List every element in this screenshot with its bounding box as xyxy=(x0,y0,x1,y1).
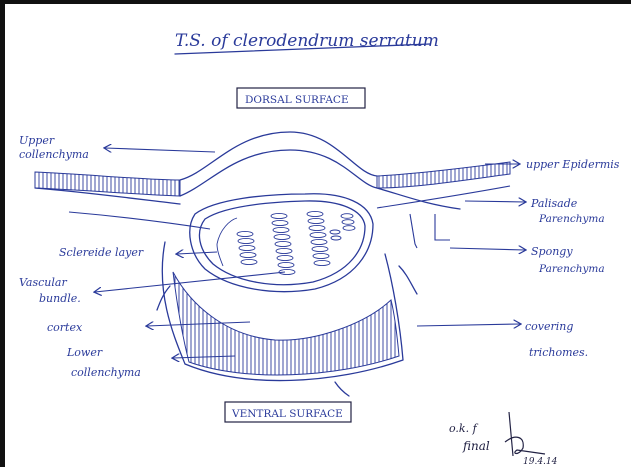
label-palisade-2: Parenchyma xyxy=(538,213,605,225)
midrib-outline-upper xyxy=(180,132,377,180)
spongy-guide xyxy=(410,214,417,248)
label-spongy-1: Spongy xyxy=(531,245,573,258)
label-palisade-1: Palisade xyxy=(530,197,578,210)
leader-sclereide xyxy=(177,252,217,254)
phloem-arc xyxy=(217,218,237,244)
label-sclereide: Sclereide layer xyxy=(59,246,144,259)
leader-palisade xyxy=(465,201,525,202)
label-covering-1: covering xyxy=(525,320,573,333)
signature-scribble xyxy=(505,412,545,456)
label-upper-collenchyma-1: Upper xyxy=(19,134,55,147)
label-cortex: cortex xyxy=(47,321,83,334)
dorsal-surface-label: DORSAL SURFACE xyxy=(245,94,349,106)
leaf-section-drawing: T.S. of clerodendrum serratum DORSAL SUR… xyxy=(5,4,631,467)
label-upper-epidermis: upper Epidermis xyxy=(526,158,620,171)
leader-spongy xyxy=(450,248,525,250)
label-lower-1: Lower xyxy=(66,346,103,359)
label-spongy-2: Parenchyma xyxy=(538,263,605,275)
signature-date: 19.4.14 xyxy=(523,457,558,467)
upper-band-right xyxy=(377,162,510,188)
diagram-title: T.S. of clerodendrum serratum xyxy=(175,31,439,51)
ventral-surface-label: VENTRAL SURFACE xyxy=(231,408,343,420)
label-lower-2: collenchyma xyxy=(71,366,141,379)
trichome-bottom xyxy=(335,382,349,396)
upper-band-left xyxy=(35,172,180,196)
palisade-guide xyxy=(435,214,450,240)
signature-line1: o.k. f xyxy=(449,422,479,435)
right-lamina-line xyxy=(377,186,510,208)
phloem-arc-2 xyxy=(217,244,223,266)
label-upper-collenchyma-2: collenchyma xyxy=(19,148,89,161)
signature-line2: final xyxy=(462,439,490,453)
label-vascular-1: Vascular xyxy=(19,276,67,289)
trichome-right xyxy=(399,266,417,294)
label-covering-2: trichomes. xyxy=(529,346,588,359)
leader-covering-trichomes xyxy=(417,324,520,326)
label-vascular-2: bundle. xyxy=(39,292,81,305)
leader-sclereide-top xyxy=(69,212,210,229)
leader-upper-collenchyma xyxy=(105,148,215,152)
xylem-vessels xyxy=(237,211,355,274)
